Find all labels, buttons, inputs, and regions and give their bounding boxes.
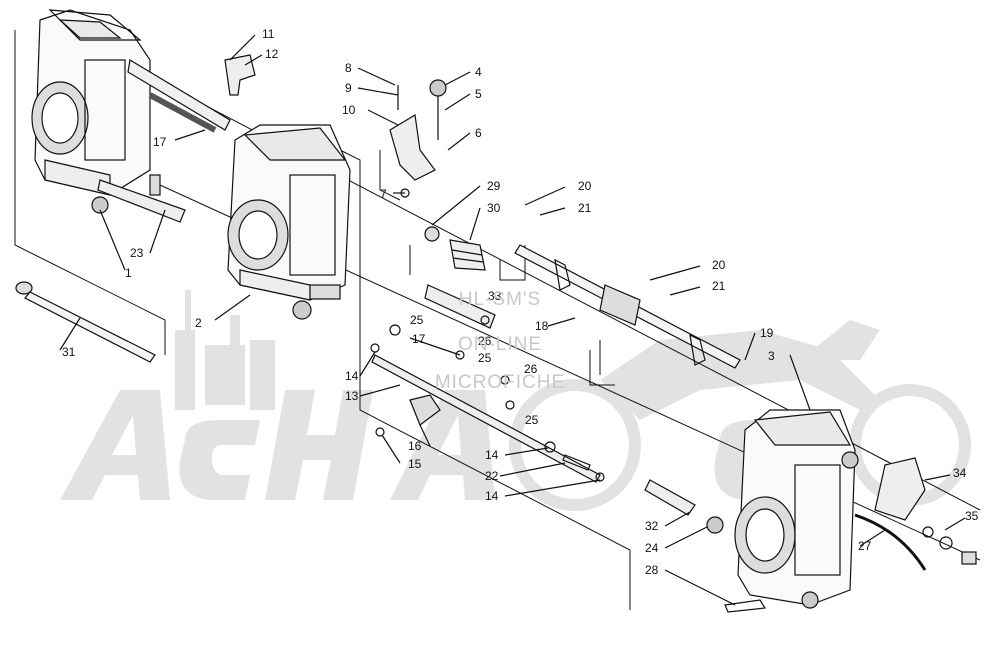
callout-9: 9 [345, 81, 352, 95]
callout-25a: 25 [410, 313, 424, 327]
callout-12: 12 [265, 47, 279, 61]
callout-28: 28 [645, 563, 659, 577]
callout-16: 16 [408, 439, 422, 453]
callout-20a: 20 [578, 179, 592, 193]
callout-33: 33 [488, 289, 502, 303]
callout-8: 8 [345, 61, 352, 75]
callout-13: 13 [345, 389, 359, 403]
callout-14b: 14 [485, 448, 499, 462]
callout-18: 18 [535, 319, 549, 333]
callout-14a: 14 [345, 369, 359, 383]
callout-21a: 21 [578, 201, 592, 215]
callout-23: 23 [130, 246, 144, 260]
callout-5: 5 [475, 87, 482, 101]
callout-32: 32 [645, 519, 659, 533]
carburetor-3 [734, 409, 859, 609]
callout-34: 34 [953, 466, 967, 480]
callout-20b: 20 [712, 258, 726, 272]
callout-1: 1 [125, 266, 132, 280]
callout-19: 19 [760, 326, 774, 340]
callout-labels: 1 2 3 4 5 6 7 8 9 10 11 12 13 14 14 14 1… [62, 27, 979, 577]
callout-26a: 26 [478, 334, 492, 348]
callout-3: 3 [768, 349, 775, 363]
callout-25b: 25 [478, 351, 492, 365]
carburetor-2 [227, 124, 351, 320]
watermark-line-3: MICROFICHE [434, 372, 566, 393]
callout-10: 10 [342, 103, 356, 117]
callout-14c: 14 [485, 489, 499, 503]
bolt-part-31 [15, 281, 156, 363]
callout-17a: 17 [153, 135, 167, 149]
watermark-line-2: ON-LINE [457, 334, 543, 355]
callout-7: 7 [380, 187, 387, 201]
callout-30: 30 [487, 201, 501, 215]
callout-15: 15 [408, 457, 422, 471]
callout-31: 31 [62, 345, 76, 359]
callout-25c: 25 [525, 413, 539, 427]
callout-6: 6 [475, 126, 482, 140]
callout-22: 22 [485, 469, 499, 483]
callout-27: 27 [858, 539, 872, 553]
callout-17b: 17 [412, 332, 426, 346]
callout-21b: 21 [712, 279, 726, 293]
callout-29: 29 [487, 179, 501, 193]
callout-26b: 26 [524, 362, 538, 376]
callout-35: 35 [965, 509, 979, 523]
carburetor-1 [31, 9, 231, 214]
callout-24: 24 [645, 541, 659, 555]
callout-2: 2 [195, 316, 202, 330]
callout-4: 4 [475, 65, 482, 79]
fuel-tee-part-23 [97, 174, 186, 223]
callout-11: 11 [262, 27, 275, 41]
watermark-line-1: HL-SM'S [458, 289, 542, 310]
